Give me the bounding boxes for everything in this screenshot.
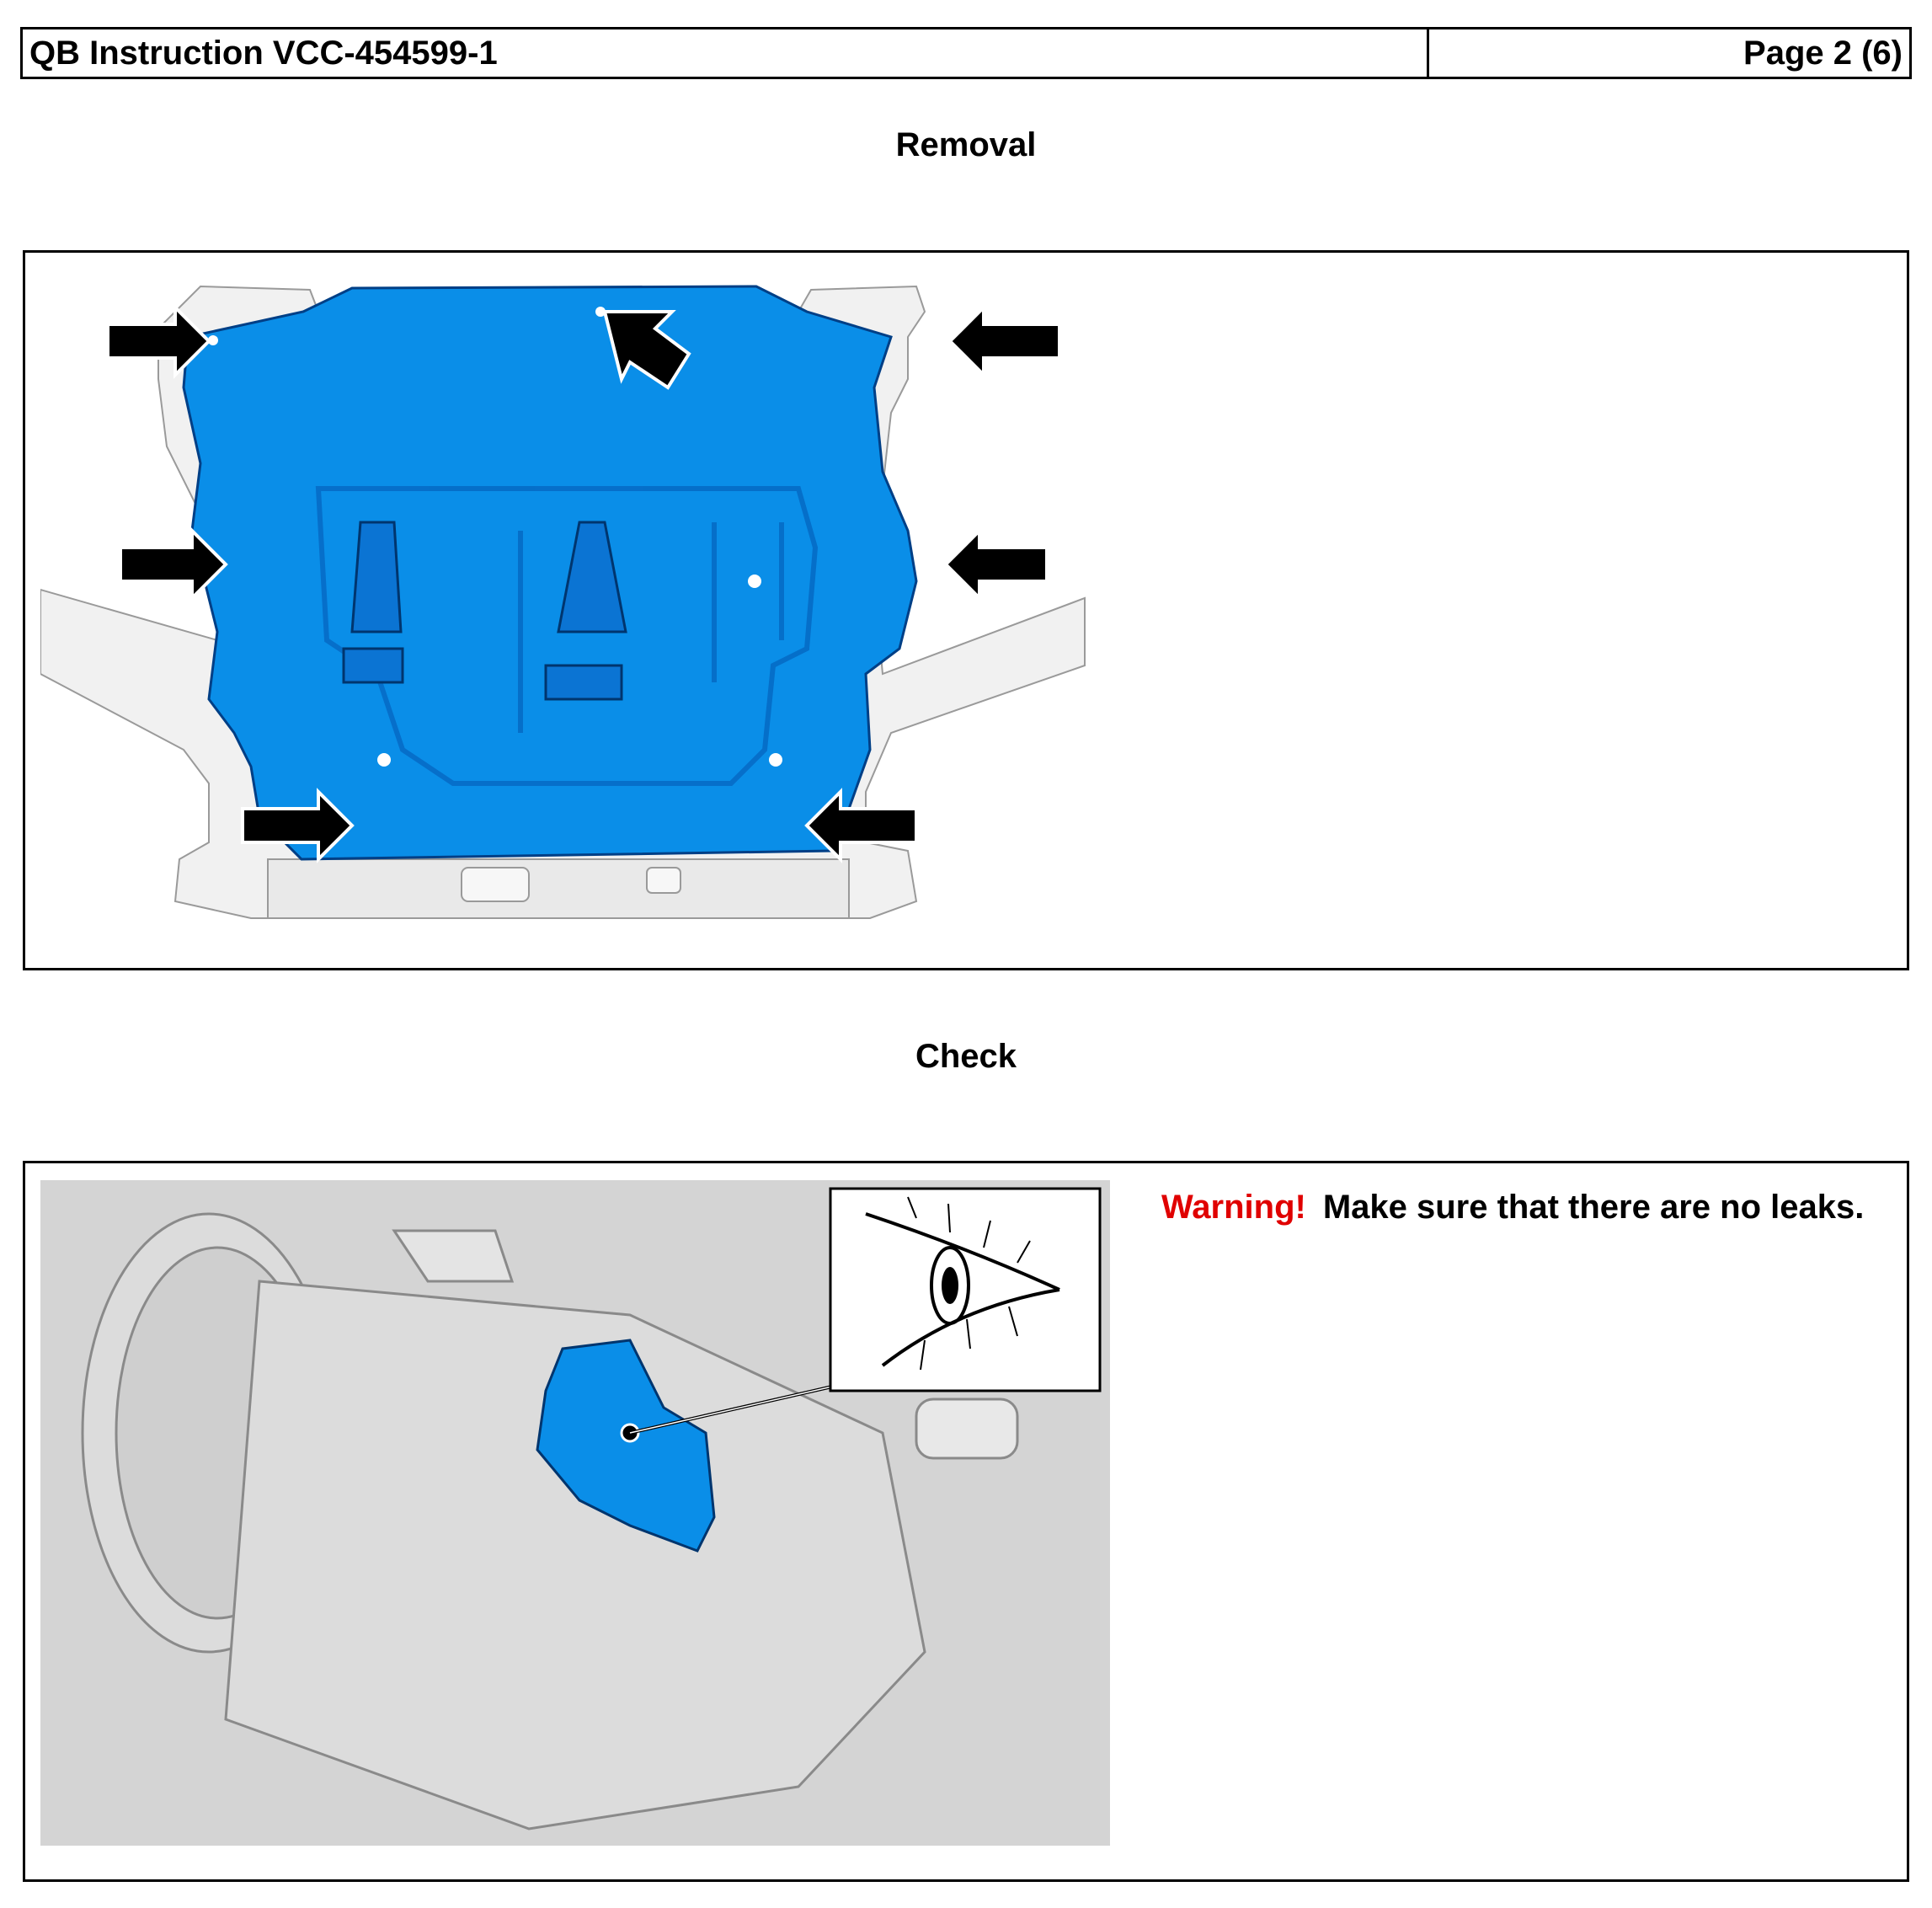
splash-shield-illustration bbox=[40, 278, 1102, 935]
check-title: Check bbox=[915, 1038, 1017, 1075]
document-id: QB Instruction VCC-454599-1 bbox=[23, 29, 1429, 77]
warning-text: Make sure that there are no leaks. bbox=[1322, 1189, 1865, 1226]
warning-label: Warning! bbox=[1161, 1189, 1306, 1226]
warning-message: Warning! Make sure that there are no leak… bbox=[1161, 1189, 1864, 1227]
removal-title: Removal bbox=[895, 126, 1037, 163]
page-number: Page 2 (6) bbox=[1743, 34, 1903, 72]
check-panel: Warning! Make sure that there are no leak… bbox=[23, 1161, 1909, 1882]
compressor-illustration bbox=[40, 1180, 1110, 1846]
removal-panel bbox=[23, 250, 1909, 970]
document-header: QB Instruction VCC-454599-1 Page 2 (6) bbox=[20, 27, 1912, 79]
